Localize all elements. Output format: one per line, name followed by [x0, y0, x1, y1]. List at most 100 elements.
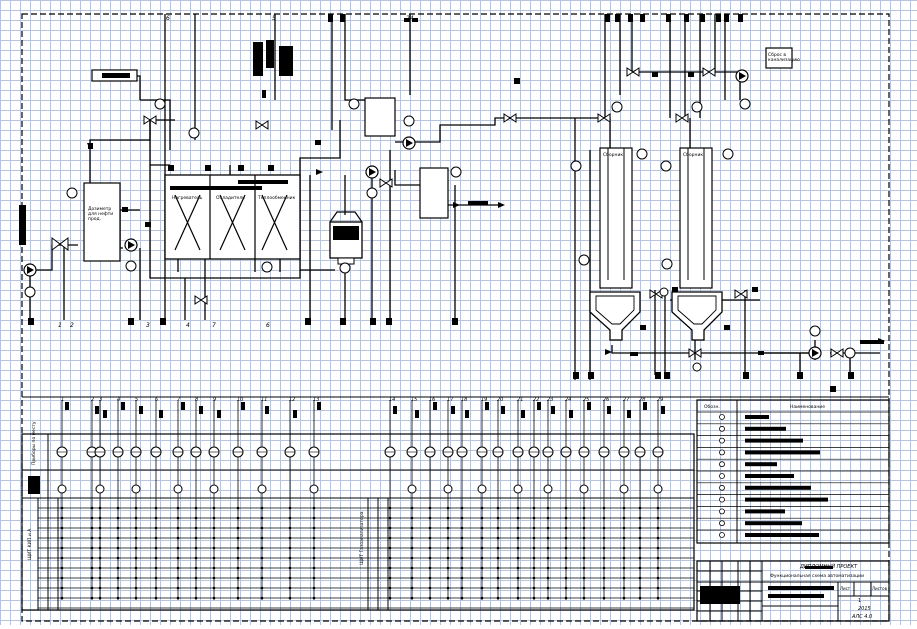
- panel-instrument-secondary[interactable]: [543, 484, 553, 494]
- pump-6[interactable]: [808, 346, 822, 360]
- sheets-label: Листов: [872, 586, 888, 591]
- panel-instrument-secondary[interactable]: [173, 484, 183, 494]
- connection-dot: [90, 506, 94, 510]
- column-2[interactable]: Сборник: [679, 147, 713, 289]
- connection-dot: [602, 536, 606, 540]
- legend-symbol: [719, 449, 725, 456]
- column-id: 27: [623, 397, 630, 403]
- field-instruments[interactable]: [24, 98, 856, 372]
- connection-dot: [116, 546, 120, 550]
- connection-dot: [622, 546, 626, 550]
- pump-3[interactable]: [402, 136, 416, 150]
- left-panel-label: ЩИТ КИП и А: [27, 528, 33, 560]
- panel-instrument-secondary[interactable]: [209, 484, 219, 494]
- panel-instrument-secondary[interactable]: [57, 484, 67, 494]
- pump-2[interactable]: [124, 238, 138, 252]
- line-number: 6: [166, 15, 170, 22]
- panel-instrument-secondary[interactable]: [131, 484, 141, 494]
- receiver-box[interactable]: [419, 167, 449, 219]
- valves[interactable]: [51, 67, 844, 358]
- connection-dot: [260, 526, 264, 530]
- pump-5[interactable]: [735, 69, 749, 83]
- connection-dot: [236, 556, 240, 560]
- connection-dot: [194, 536, 198, 540]
- tag-block: [181, 402, 185, 410]
- connection-dot: [480, 546, 484, 550]
- panel-instrument-secondary[interactable]: [443, 484, 453, 494]
- connection-dot: [98, 516, 102, 520]
- connection-dot: [532, 526, 536, 530]
- column-1[interactable]: Сборник: [599, 147, 633, 289]
- connection-dot: [60, 576, 64, 580]
- panel-instrument-secondary[interactable]: [257, 484, 267, 494]
- connection-dot: [236, 506, 240, 510]
- connection-dot: [480, 506, 484, 510]
- connection-dot: [176, 526, 180, 530]
- connection-dot: [388, 586, 392, 590]
- storage-tank[interactable]: [329, 211, 363, 265]
- connection-dot: [410, 516, 414, 520]
- connection-dot: [460, 536, 464, 540]
- connection-dot: [90, 586, 94, 590]
- connection-dot: [98, 586, 102, 590]
- connection-dot: [176, 516, 180, 520]
- connection-dot: [460, 516, 464, 520]
- panel-instrument-secondary[interactable]: [309, 484, 319, 494]
- connection-dot: [410, 546, 414, 550]
- connection-dot: [90, 596, 94, 600]
- connection-dot: [428, 596, 432, 600]
- connection-dot: [388, 556, 392, 560]
- legend-symbol: [719, 461, 725, 468]
- connection-dot: [134, 556, 138, 560]
- connection-dot: [154, 566, 158, 570]
- tag-block: [159, 410, 163, 418]
- connection-dot: [60, 506, 64, 510]
- connection-dot: [446, 526, 450, 530]
- connection-dot: [260, 506, 264, 510]
- panel-instrument-secondary[interactable]: [579, 484, 589, 494]
- feed-pump[interactable]: [23, 263, 37, 277]
- sheet-number: 1: [858, 598, 861, 604]
- discharge-box[interactable]: [765, 47, 793, 69]
- connection-dot: [564, 566, 568, 570]
- tag-block: [415, 410, 419, 418]
- connection-dot: [312, 566, 316, 570]
- column-id: 6: [155, 397, 158, 403]
- settler-1[interactable]: [589, 291, 641, 341]
- connection-dot: [446, 596, 450, 600]
- connection-dot: [212, 586, 216, 590]
- separator-box[interactable]: [364, 97, 396, 137]
- panel-instrument-secondary[interactable]: [619, 484, 629, 494]
- connection-dot: [260, 546, 264, 550]
- column-id: 2: [91, 397, 94, 403]
- panel-instrument-secondary[interactable]: [653, 484, 663, 494]
- heat-exchanger-block[interactable]: Нагреватель Охладитель Теплообменник: [164, 174, 301, 260]
- connection-dot: [582, 586, 586, 590]
- column-id: 13: [313, 397, 319, 403]
- settler-2[interactable]: [671, 291, 723, 341]
- connection-dot: [388, 546, 392, 550]
- connection-dot: [656, 546, 660, 550]
- connection-dot: [260, 586, 264, 590]
- connection-dot: [516, 506, 520, 510]
- connection-dot: [622, 536, 626, 540]
- connection-dot: [116, 506, 120, 510]
- panel-instrument-secondary[interactable]: [95, 484, 105, 494]
- connection-dot: [602, 576, 606, 580]
- pump-4[interactable]: [365, 165, 379, 179]
- panel-instrument-secondary[interactable]: [513, 484, 523, 494]
- column-id: 19: [481, 397, 487, 403]
- connection-dot: [60, 586, 64, 590]
- connection-dot: [90, 566, 94, 570]
- connection-dot: [116, 556, 120, 560]
- connection-dot: [236, 576, 240, 580]
- connection-dot: [582, 556, 586, 560]
- panel-instrument-secondary[interactable]: [477, 484, 487, 494]
- connection-dot: [116, 586, 120, 590]
- connection-dot: [288, 526, 292, 530]
- connection-dot: [410, 566, 414, 570]
- connection-dot: [460, 556, 464, 560]
- panel-instrument-secondary[interactable]: [407, 484, 417, 494]
